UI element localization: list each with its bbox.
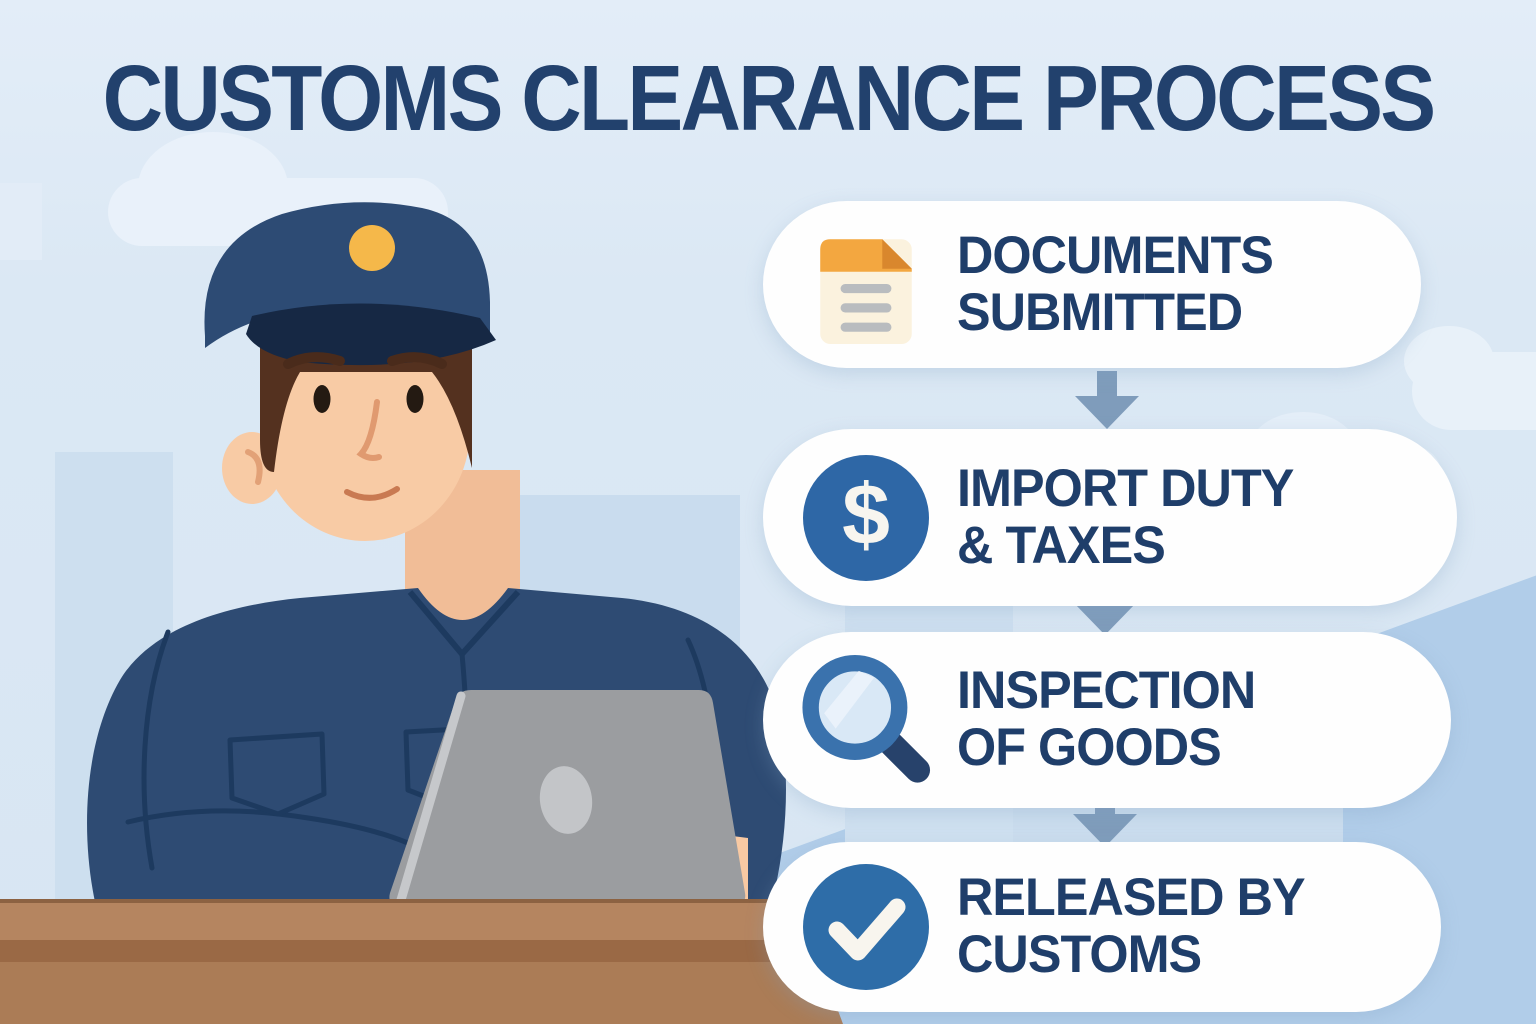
- desk: [0, 899, 843, 1024]
- dollar-icon: $: [801, 454, 931, 581]
- document-icon: [801, 225, 931, 345]
- step-label-line1: RELEASED BY: [957, 868, 1306, 928]
- step-label-line2: SUBMITTED: [957, 282, 1243, 342]
- step-label-line2: OF GOODS: [957, 718, 1222, 777]
- step-label-line1: INSPECTION: [957, 661, 1256, 721]
- customs-officer-illustration: [0, 202, 843, 1024]
- step-label-line1: IMPORT DUTY: [957, 458, 1294, 518]
- laptop: [389, 690, 748, 905]
- step-released-by-customs: RELEASED BY CUSTOMS: [763, 842, 1441, 1012]
- skyline-building: [0, 183, 42, 260]
- dollar-glyph: $: [842, 466, 890, 563]
- step-documents-submitted: DOCUMENTS SUBMITTED: [763, 201, 1421, 368]
- step-import-duty-taxes: $ IMPORT DUTY & TAXES: [763, 429, 1457, 606]
- officer-head: [204, 202, 496, 541]
- step-label-line1: DOCUMENTS: [957, 225, 1274, 285]
- cloud-shape: [1404, 326, 1536, 430]
- step-label-line2: CUSTOMS: [957, 925, 1202, 984]
- page-title: CUSTOMS CLEARANCE PROCESS: [102, 46, 1436, 150]
- step-label-line2: & TAXES: [957, 515, 1166, 575]
- step-inspection-of-goods: INSPECTION OF GOODS: [763, 632, 1451, 808]
- check-icon: [801, 864, 931, 990]
- flow-arrow-down-icon: [1075, 371, 1139, 429]
- magnifier-icon: [801, 651, 931, 789]
